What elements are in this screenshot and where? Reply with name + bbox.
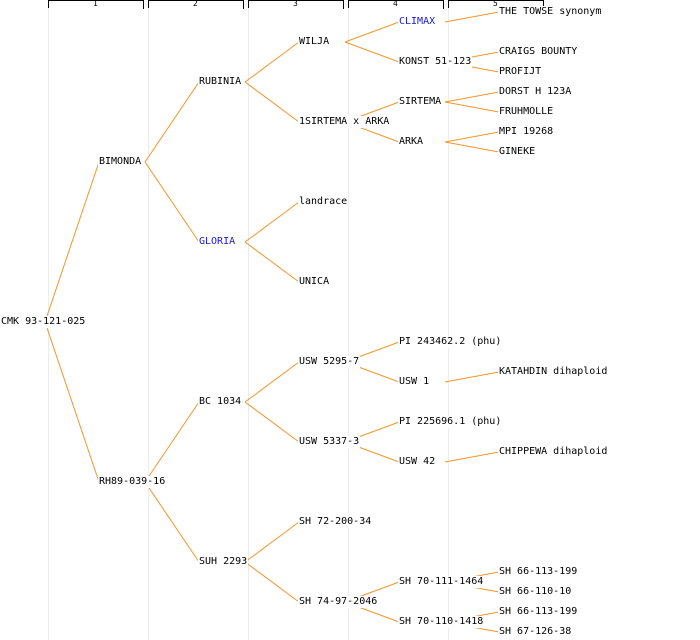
edge-bimonda-gloria — [144, 161, 200, 243]
generation-number: 2 — [193, 0, 198, 8]
edge-climax-towse — [444, 11, 500, 23]
edge-usw1-katahdin — [444, 371, 500, 383]
edge-rh89-bc1034 — [144, 401, 200, 483]
node-sirtema-x-arka: 1SIRTEMA x ARKA — [298, 116, 391, 128]
node-usw5295: USW 5295-7 — [298, 356, 361, 368]
edge-gloria-landrace — [244, 201, 300, 243]
node-craigs: CRAIGS BOUNTY — [498, 46, 579, 58]
edge-rubinia-wilja — [244, 41, 300, 83]
edge-suh2293-sh74 — [244, 561, 300, 603]
node-unica: UNICA — [298, 276, 331, 288]
edge-suh2293-sh72 — [244, 521, 300, 563]
node-sh66-199a: SH 66-113-199 — [498, 566, 579, 578]
node-rh89: RH89-039-16 — [98, 476, 167, 488]
generation-number: 5 — [493, 0, 498, 8]
node-konst: KONST 51-123 — [398, 56, 473, 68]
node-katahdin: KATAHDIN dihaploid — [498, 366, 609, 378]
node-arka: ARKA — [398, 136, 425, 148]
edge-sirtema-fruhmolle — [444, 101, 500, 113]
edge-usw42-chippewa — [444, 451, 500, 463]
generation-bracket — [48, 0, 144, 9]
node-sh70-111: SH 70-111-1464 — [398, 576, 485, 588]
node-pi243462: PI 243462.2 (phu) — [398, 336, 503, 348]
generation-number: 4 — [393, 0, 398, 8]
node-pi225696: PI 225696.1 (phu) — [398, 416, 503, 428]
edge-arka-gineke — [444, 141, 500, 153]
column-guide — [448, 8, 449, 640]
edge-arka-mpi — [444, 131, 500, 143]
edge-bc1034-usw5337 — [244, 401, 300, 443]
edge-rh89-suh2293 — [144, 481, 200, 563]
generation-bracket — [248, 0, 344, 9]
node-wilja: WILJA — [298, 36, 331, 48]
column-guide — [348, 8, 349, 640]
node-gloria[interactable]: GLORIA — [198, 236, 237, 248]
edge-gloria-unica — [244, 241, 300, 283]
generation-bracket — [148, 0, 244, 9]
node-sh66-10: SH 66-110-10 — [498, 586, 573, 598]
edge-sirtema-dorst — [444, 91, 500, 103]
node-towse: THE TOWSE synonym — [498, 6, 603, 18]
edge-wilja-konst — [344, 41, 400, 63]
edge-wilja-climax — [344, 21, 400, 43]
node-sh70-110: SH 70-110-1418 — [398, 616, 485, 628]
node-usw42: USW 42 — [398, 456, 437, 468]
node-mpi: MPI 19268 — [498, 126, 555, 138]
generation-number: 1 — [93, 0, 98, 8]
node-sirtema: SIRTEMA — [398, 96, 443, 108]
node-profijt: PROFIJT — [498, 66, 543, 78]
node-sh74: SH 74-97-2046 — [298, 596, 379, 608]
generation-number: 3 — [293, 0, 298, 8]
node-root: CMK 93-121-025 — [0, 316, 87, 328]
node-landrace: landrace — [298, 196, 349, 208]
generation-bracket — [448, 0, 544, 9]
node-rubinia: RUBINIA — [198, 76, 243, 88]
edge-root-rh89 — [44, 321, 100, 483]
column-guide — [248, 8, 249, 640]
node-usw1: USW 1 — [398, 376, 431, 388]
node-sh67: SH 67-126-38 — [498, 626, 573, 638]
edge-bimonda-rubinia — [144, 81, 200, 163]
generation-bracket — [348, 0, 444, 9]
node-gineke: GINEKE — [498, 146, 537, 158]
node-climax[interactable]: CLIMAX — [398, 16, 437, 28]
column-guide — [148, 8, 149, 640]
node-suh2293: SUH 2293 — [198, 556, 249, 568]
edge-root-bimonda — [44, 161, 100, 323]
edge-bc1034-usw5295 — [244, 361, 300, 403]
node-usw5337: USW 5337-3 — [298, 436, 361, 448]
node-dorst: DORST H 123A — [498, 86, 573, 98]
node-chippewa: CHIPPEWA dihaploid — [498, 446, 609, 458]
node-bc1034: BC 1034 — [198, 396, 243, 408]
node-bimonda: BIMONDA — [98, 156, 143, 168]
node-sh66-199b: SH 66-113-199 — [498, 606, 579, 618]
edge-rubinia-sirtema_x_arka — [244, 81, 300, 123]
node-sh72: SH 72-200-34 — [298, 516, 373, 528]
node-fruhmolle: FRUHMOLLE — [498, 106, 555, 118]
